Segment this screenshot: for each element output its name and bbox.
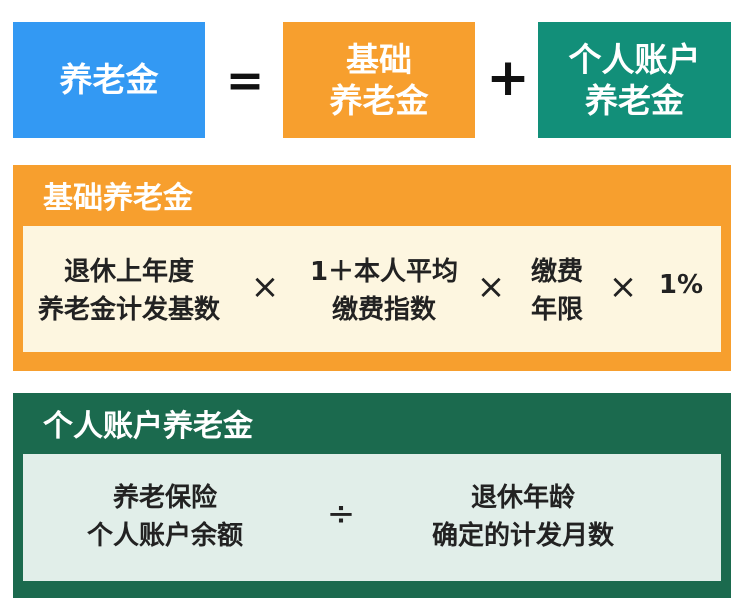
payout-months-term-line1: 退休年龄	[470, 483, 575, 513]
contribution-years-term-line1: 缴费	[530, 257, 583, 287]
base-salary-term: 退休上年度 养老金计发基数	[31, 254, 227, 329]
base-salary-term-line1: 退休上年度	[63, 257, 194, 287]
personal-pension-formula: 养老保险 个人账户余额 ÷ 退休年龄 确定的计发月数	[23, 454, 721, 581]
payout-months-term: 退休年龄 确定的计发月数	[423, 480, 623, 555]
contribution-index-term-line1: 1＋本人平均	[309, 257, 459, 287]
multiply-sign-2: ×	[476, 267, 506, 307]
account-balance-term-line1: 养老保险	[112, 483, 217, 513]
basic-pension-box: 基础 养老金	[283, 22, 475, 138]
contribution-years-term-line2: 年限	[530, 294, 583, 325]
equals-sign: =	[225, 53, 265, 107]
contribution-years-term: 缴费 年限	[519, 254, 595, 329]
personal-pension-panel-title: 个人账户养老金	[43, 409, 253, 444]
contribution-index-term: 1＋本人平均 缴费指数	[301, 254, 467, 329]
basic-pension-panel: 基础养老金 退休上年度 养老金计发基数 × 1＋本人平均 缴费指数 × 缴费 年…	[13, 165, 731, 371]
multiply-sign-3: ×	[608, 267, 638, 307]
multiply-sign-1: ×	[250, 267, 280, 307]
divide-sign: ÷	[326, 494, 356, 534]
basic-pension-label-line2: 养老金	[329, 81, 429, 120]
basic-pension-label-line1: 基础	[346, 39, 412, 79]
base-salary-term-line2: 养老金计发基数	[37, 294, 220, 325]
one-percent-term: 1%	[658, 270, 704, 300]
personal-pension-label-line2: 养老金	[585, 81, 684, 120]
personal-account-pension-box: 个人账户 养老金	[538, 22, 731, 138]
personal-pension-label-line1: 个人账户	[568, 39, 701, 79]
personal-account-pension-panel: 个人账户养老金 养老保险 个人账户余额 ÷ 退休年龄 确定的计发月数	[13, 393, 731, 598]
account-balance-term: 养老保险 个人账户余额	[65, 480, 265, 555]
pension-total-label: 养老金	[59, 60, 159, 100]
basic-pension-formula: 退休上年度 养老金计发基数 × 1＋本人平均 缴费指数 × 缴费 年限 × 1%	[23, 226, 721, 352]
payout-months-term-line2: 确定的计发月数	[431, 520, 614, 551]
basic-pension-panel-title: 基础养老金	[43, 181, 193, 216]
plus-sign: +	[486, 48, 530, 108]
account-balance-term-line2: 个人账户余额	[86, 520, 243, 551]
contribution-index-term-line2: 缴费指数	[331, 294, 436, 325]
pension-total-box: 养老金	[13, 22, 205, 138]
